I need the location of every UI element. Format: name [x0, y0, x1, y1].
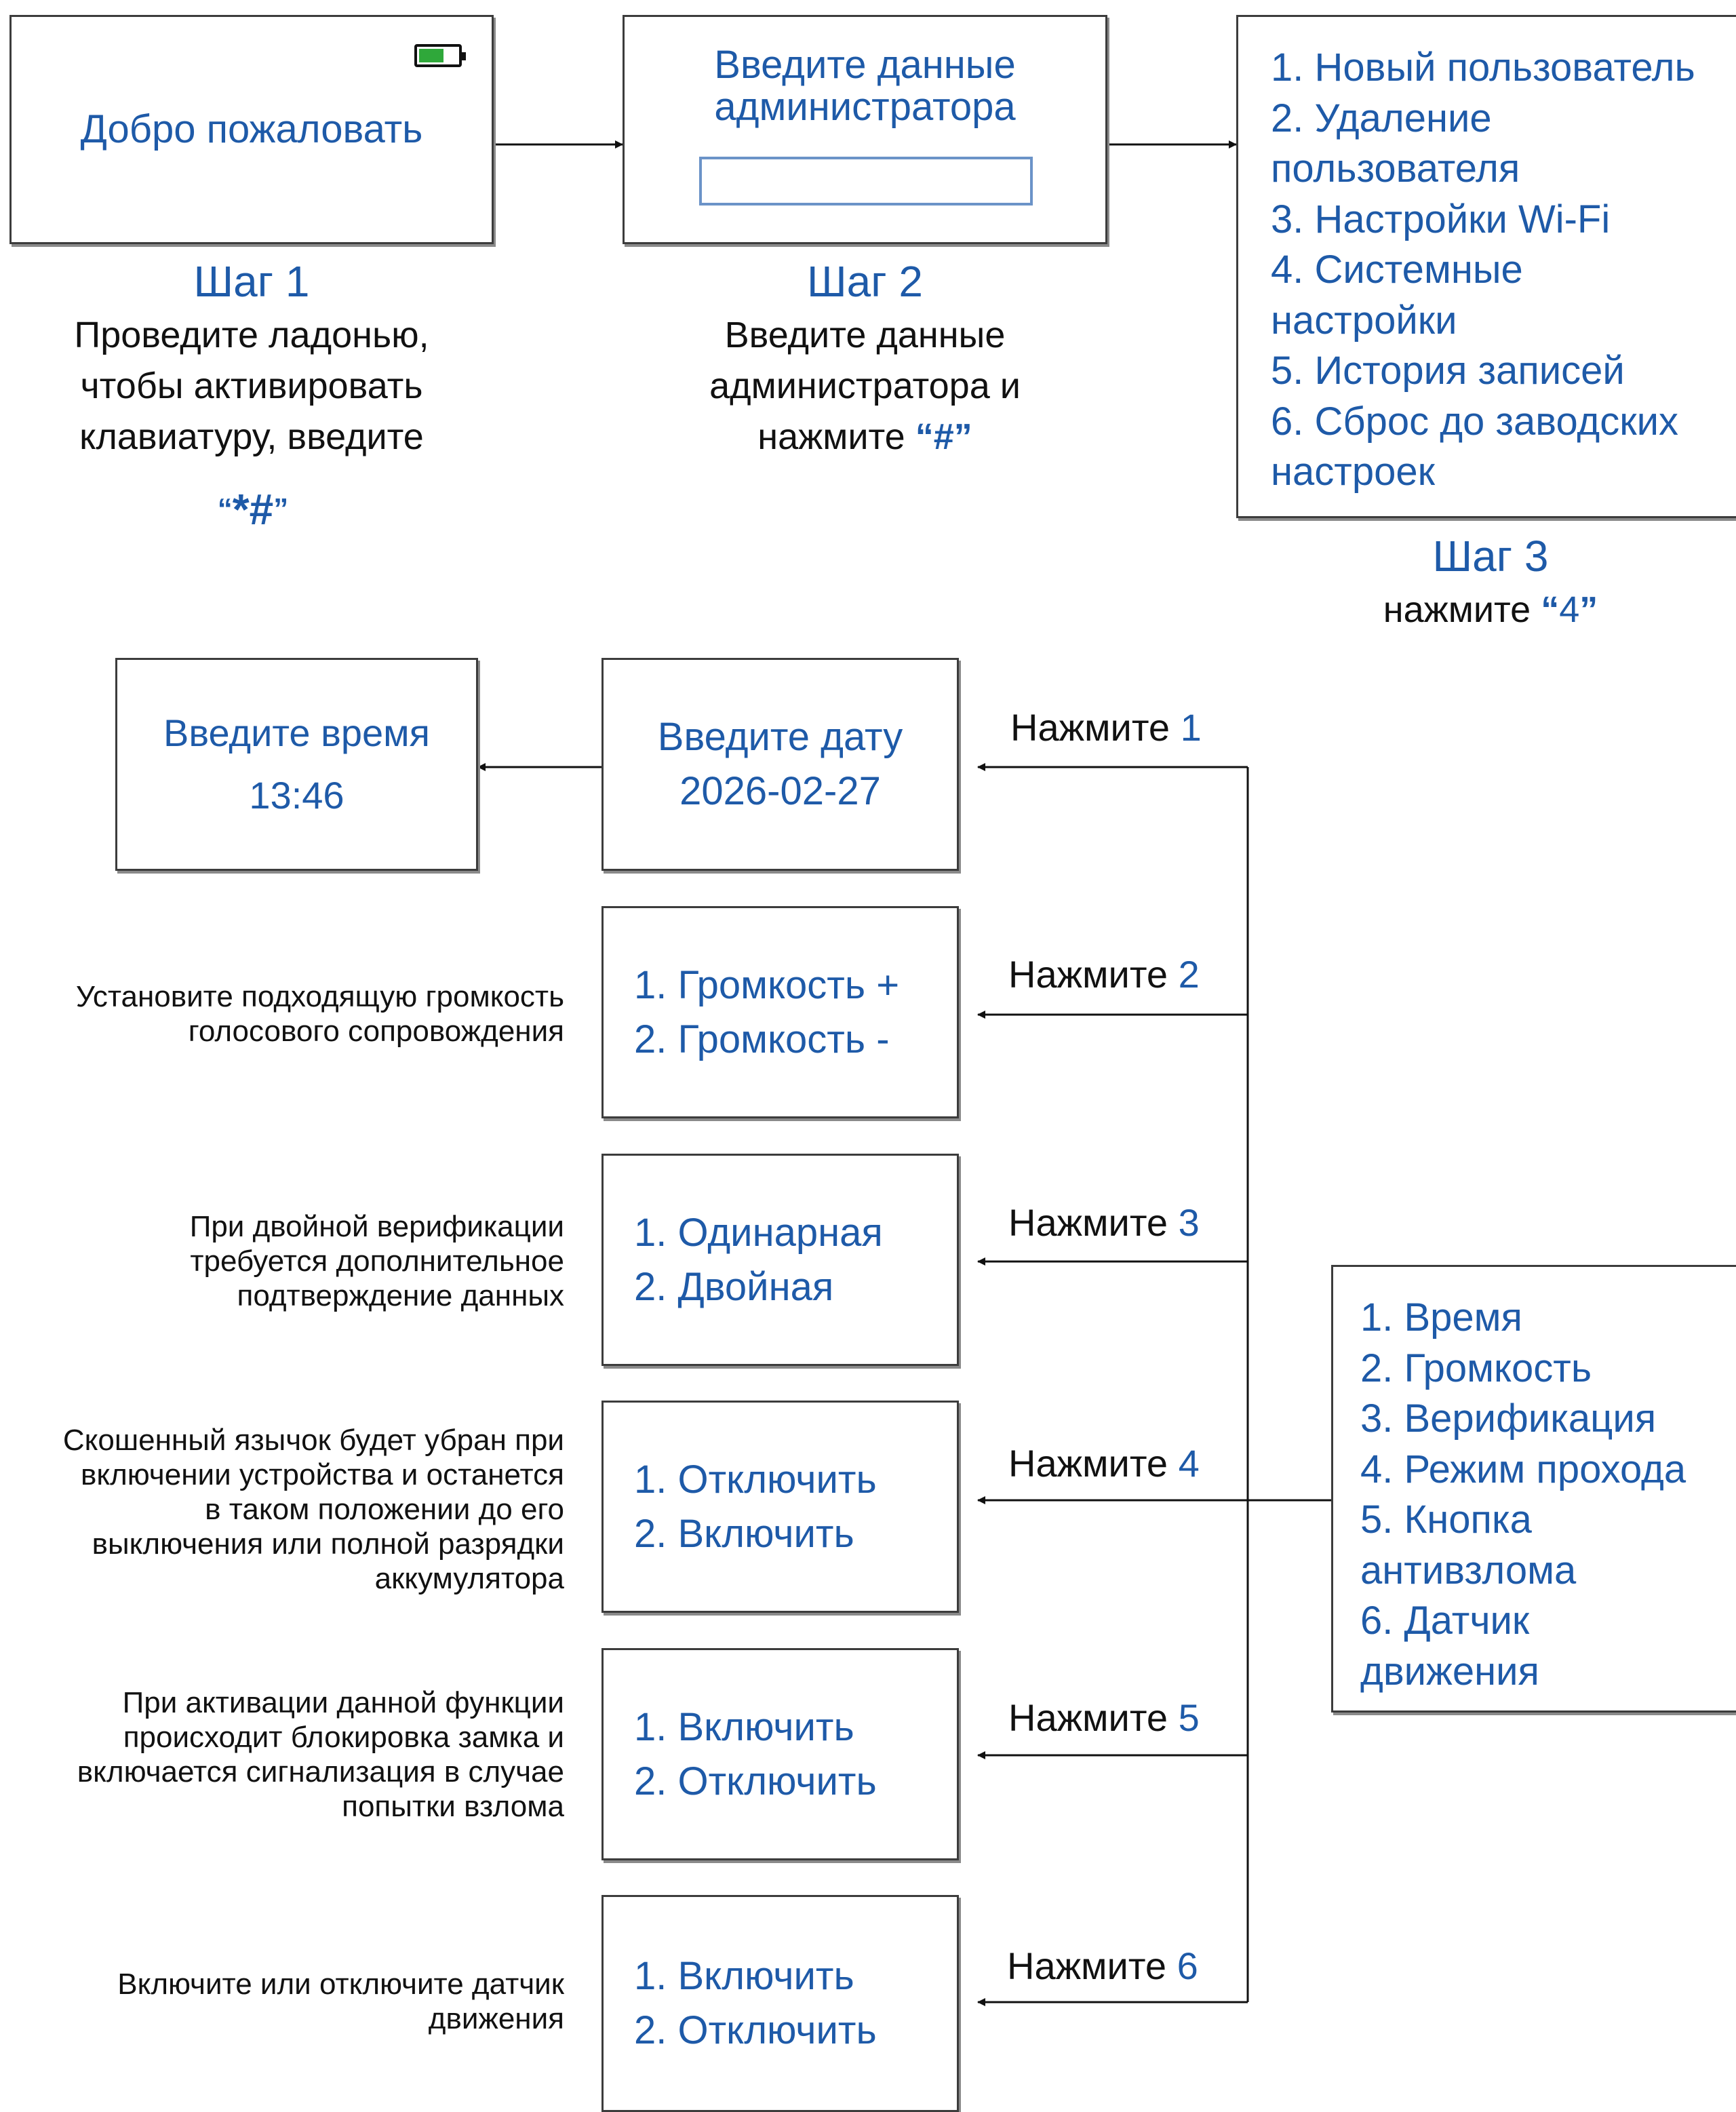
menu-item-delete-user-cont[interactable]: пользователя: [1271, 146, 1520, 191]
step2-title: Шаг 2: [807, 257, 923, 306]
antitamper-off-option[interactable]: 2. Отключить: [634, 1759, 877, 1803]
settings-item-verification[interactable]: 3. Верификация: [1360, 1396, 1657, 1441]
settings-item-antitamper-cont[interactable]: антивзлома: [1360, 1548, 1577, 1592]
date-screen: Введите дату 2026-02-27: [601, 658, 959, 871]
menu-item-history[interactable]: 5. История записей: [1271, 349, 1625, 393]
press-label-5: Нажмите 5: [1008, 1696, 1200, 1739]
time-screen: Введите время 13:46: [115, 658, 478, 871]
admin-menu-screen: 1. Новый пользователь 2. Удаление пользо…: [1236, 15, 1736, 518]
double-verification-option[interactable]: 2. Двойная: [634, 1264, 834, 1309]
single-verification-option[interactable]: 1. Одинарная: [634, 1210, 883, 1255]
antitamper-screen: 1. Включить 2. Отключить: [601, 1648, 959, 1860]
volume-up-option[interactable]: 1. Громкость +: [634, 962, 900, 1007]
menu-item-new-user[interactable]: 1. Новый пользователь: [1271, 45, 1695, 90]
settings-item-time[interactable]: 1. Время: [1360, 1295, 1522, 1339]
menu-item-delete-user[interactable]: 2. Удаление: [1271, 96, 1492, 140]
motion-on-option[interactable]: 1. Включить: [634, 1954, 854, 1998]
welcome-text: Добро пожаловать: [80, 106, 423, 151]
motion-off-option[interactable]: 2. Отключить: [634, 2008, 877, 2052]
volume-screen: 1. Громкость + 2. Громкость -: [601, 906, 959, 1118]
menu-item-reset[interactable]: 6. Сброс до заводских: [1271, 399, 1679, 444]
motion-sensor-screen: 1. Включить 2. Отключить: [601, 1895, 959, 2112]
settings-item-antitamper[interactable]: 5. Кнопка: [1360, 1498, 1532, 1542]
press-label-4: Нажмите 4: [1008, 1442, 1200, 1485]
step1-code: “*#”: [217, 485, 289, 534]
press-label-2: Нажмите 2: [1008, 953, 1200, 996]
menu-item-wifi[interactable]: 3. Настройки Wi-Fi: [1271, 197, 1611, 241]
welcome-screen: Добро пожаловать: [9, 15, 494, 244]
antitamper-on-option[interactable]: 1. Включить: [634, 1704, 854, 1749]
settings-item-passage[interactable]: 4. Режим прохода: [1360, 1447, 1686, 1491]
admin-password-input[interactable]: [699, 157, 1033, 206]
settings-item-motion[interactable]: 6. Датчик: [1360, 1599, 1530, 1643]
battery-icon: [414, 44, 466, 67]
passage-off-option[interactable]: 1. Отключить: [634, 1457, 877, 1502]
settings-item-motion-cont[interactable]: движения: [1360, 1649, 1539, 1694]
step1-description: Проведите ладонью, чтобы активировать кл…: [74, 315, 429, 457]
menu-item-system[interactable]: 4. Системные: [1271, 248, 1523, 292]
press-label-1: Нажмите 1: [1010, 706, 1202, 749]
menu-item-reset-cont[interactable]: настроек: [1271, 450, 1435, 494]
passage-mode-screen: 1. Отключить 2. Включить: [601, 1401, 959, 1613]
volume-down-option[interactable]: 2. Громкость -: [634, 1017, 890, 1061]
step1-title: Шаг 1: [193, 257, 310, 306]
verification-screen: 1. Одинарная 2. Двойная: [601, 1154, 959, 1366]
press-label-3: Нажмите 3: [1008, 1201, 1200, 1244]
passage-on-option[interactable]: 2. Включить: [634, 1511, 854, 1556]
step3-description: нажмите “4”: [1383, 589, 1598, 630]
press-label-6: Нажмите 6: [1007, 1944, 1198, 1987]
admin-screen-title: Введите данные администратора: [714, 43, 1016, 129]
step3-title: Шаг 3: [1432, 532, 1549, 581]
settings-item-volume[interactable]: 2. Громкость: [1360, 1346, 1592, 1390]
step2-description: Введите данные администратора и нажмите …: [709, 315, 1021, 457]
admin-screen: Введите данные администратора: [623, 15, 1107, 244]
menu-item-system-cont[interactable]: настройки: [1271, 298, 1457, 343]
system-settings-screen: 1. Время 2. Громкость 3. Верификация 4. …: [1331, 1265, 1736, 1713]
